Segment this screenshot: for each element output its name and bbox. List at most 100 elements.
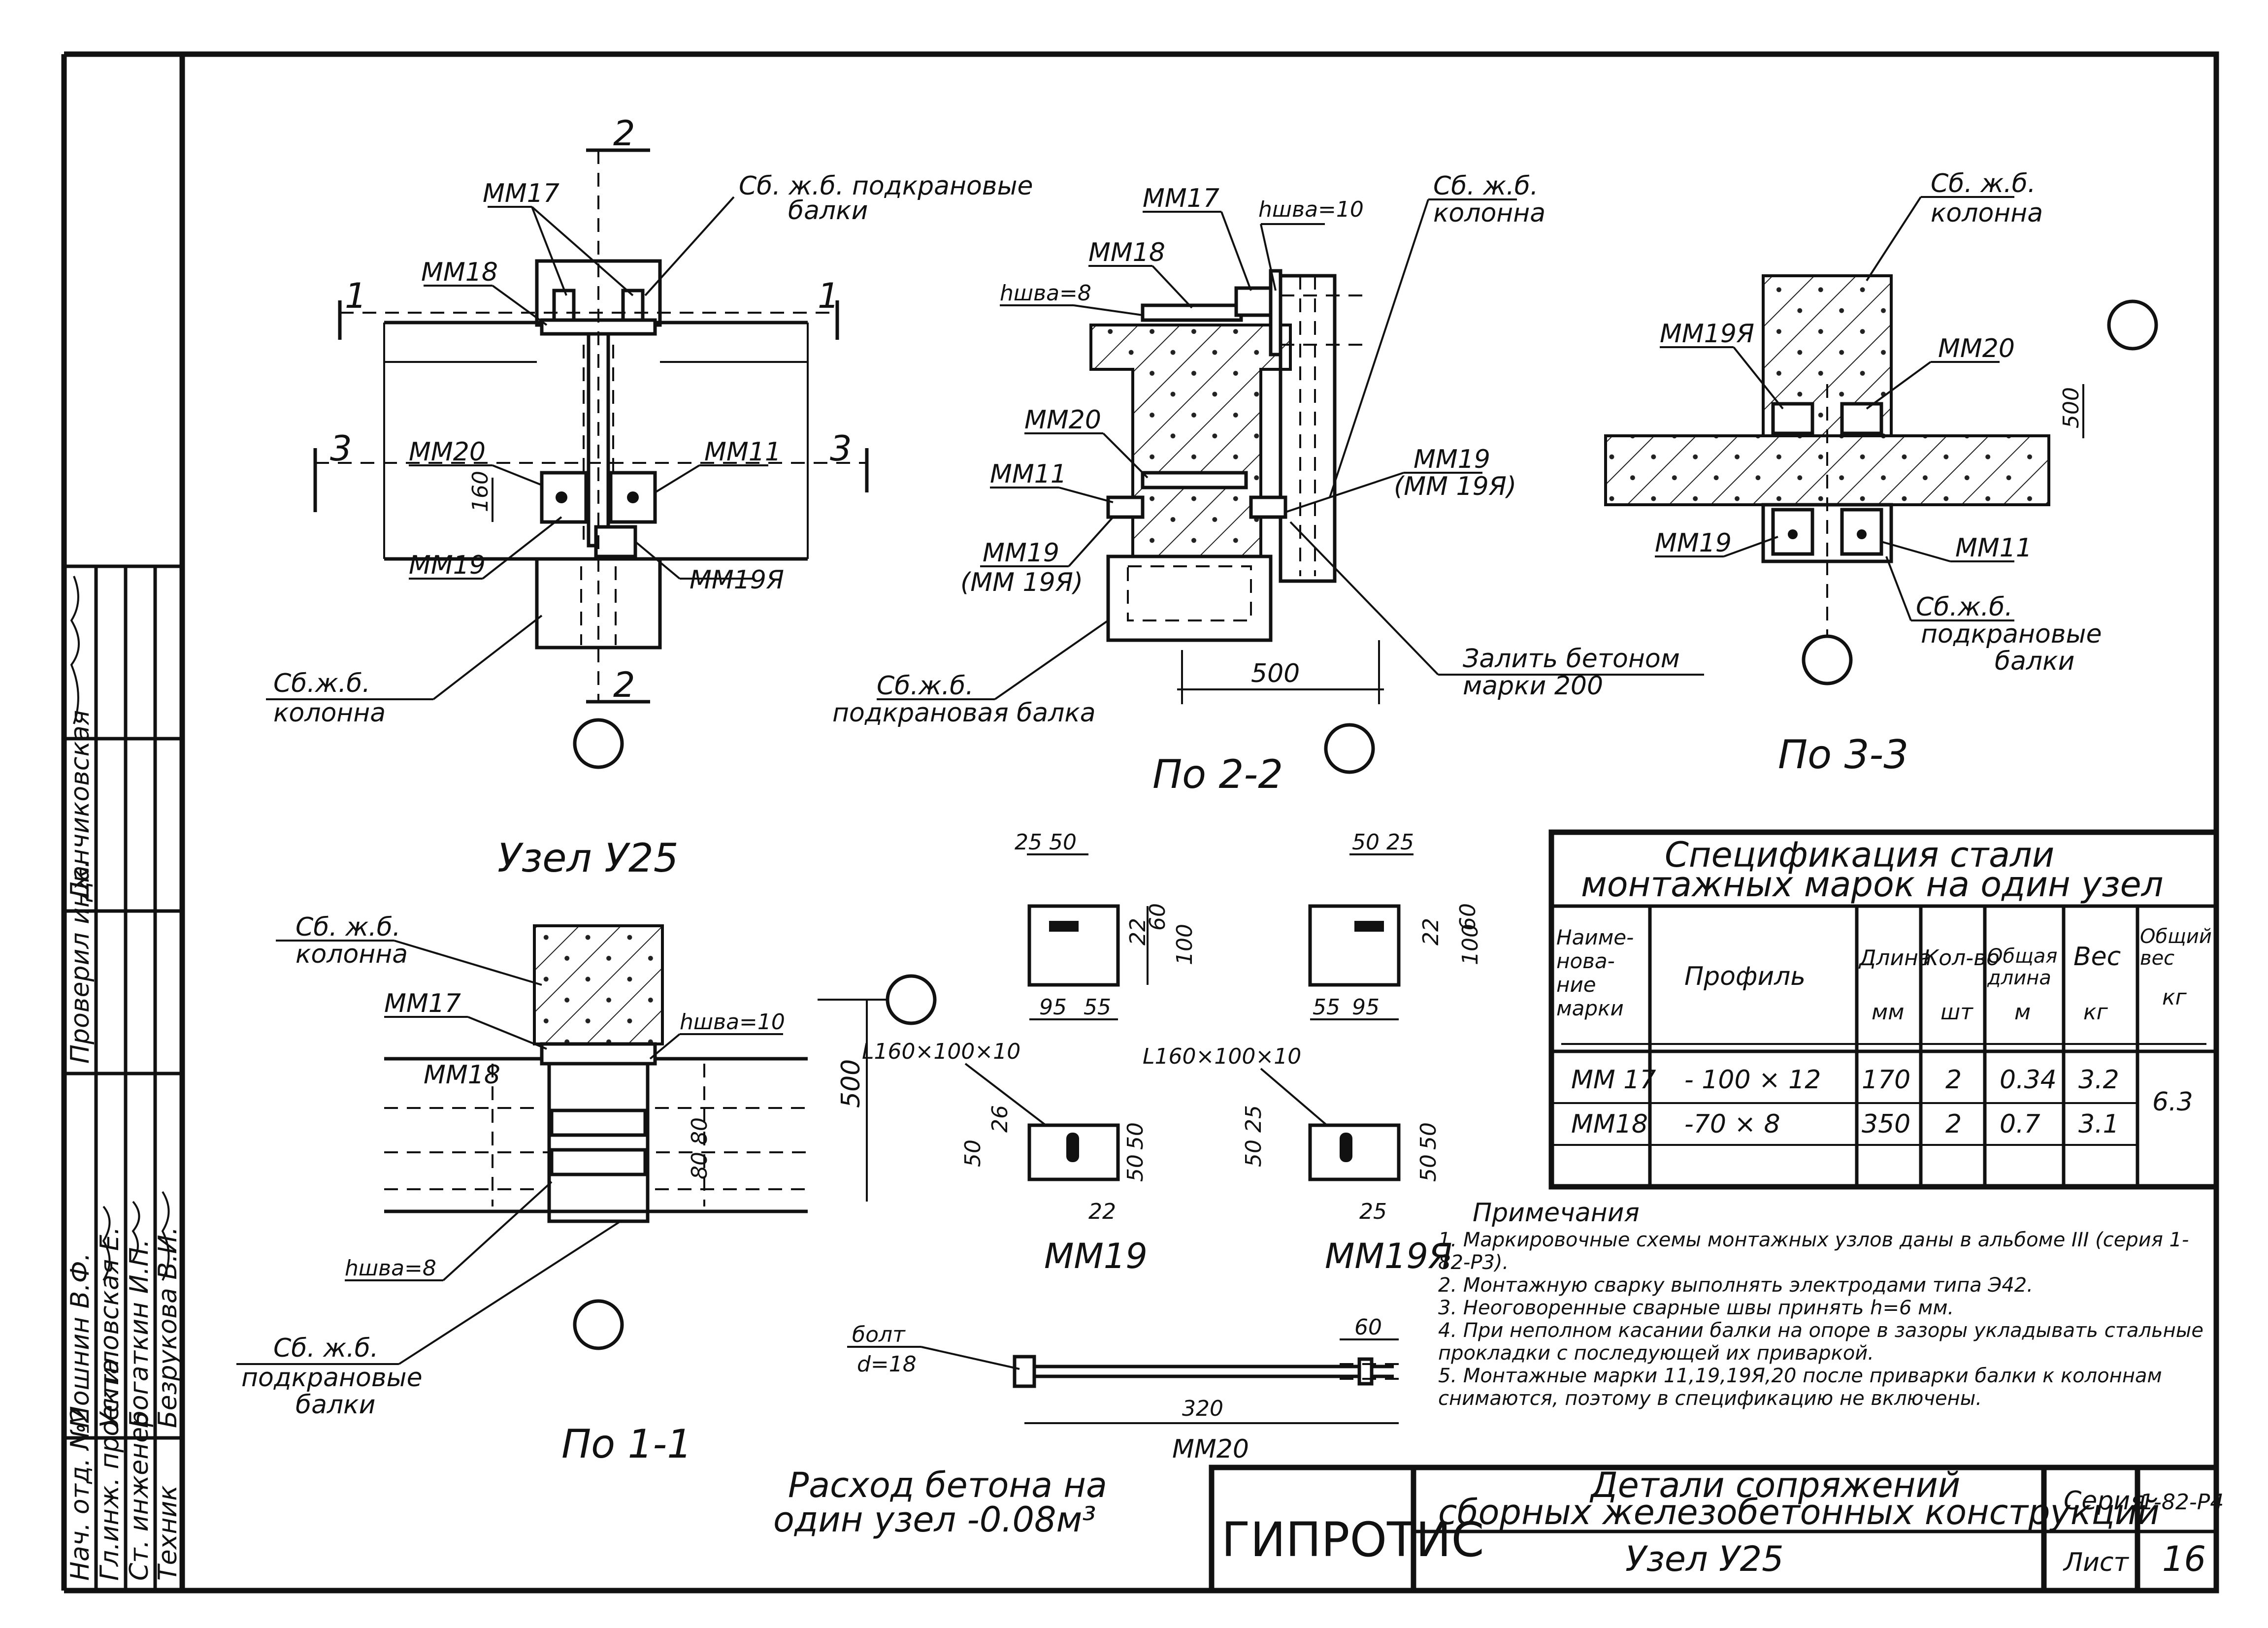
node1-label-mm19: ММ19 <box>409 551 486 580</box>
node1-label-mm17: ММ17 <box>483 179 559 208</box>
mm19-angle-label: L160×100×10 <box>862 1039 1020 1064</box>
mm19ya-dim-left-25: 25 <box>1241 1105 1266 1133</box>
sec33-label-beams-2: подкрановые <box>1921 619 2102 649</box>
node1-label-column-2: колонна <box>273 698 386 728</box>
mm19-dim-right-2: 50 <box>1123 1122 1148 1150</box>
mm20-title: ММ20 <box>1172 1434 1249 1464</box>
sec22-label-mm11: ММ11 <box>990 459 1067 489</box>
sec33-label-mm19: ММ19 <box>1655 528 1732 558</box>
spec-row2-name: ММ18 <box>1571 1109 1648 1139</box>
sheet-frame <box>61 51 2219 1594</box>
spec-unit-length: мм <box>1872 1000 1904 1025</box>
node1-label-crane-beams-2: балки <box>788 196 868 226</box>
spec-total-weight: 6.3 <box>2152 1087 2193 1117</box>
side-stamp: Нач. отд. №2 Гл.инж. проекта Ст. инженер… <box>64 564 183 1591</box>
mm19ya-dim-bottom-2: 95 <box>1352 995 1380 1020</box>
title-series-value: 1-82-Р4 <box>2140 1490 2224 1515</box>
mm19ya-dim-side-22: 22 <box>1418 918 1444 945</box>
sec22-label-column-2: колонна <box>1433 198 1545 228</box>
mm20-dim-320: 320 <box>1182 1396 1223 1421</box>
note-item-3: 3. Неоговоренные сварные швы принять h=6… <box>1438 1297 1954 1319</box>
mm19-dim-bottom-1: 95 <box>1039 995 1067 1020</box>
mm19ya-title: ММ19Я <box>1325 1236 1452 1276</box>
spec-unit-total-weight: кг <box>2162 985 2187 1010</box>
sec11-label-mm17: ММ17 <box>384 989 461 1018</box>
mm20-dim-60: 60 <box>1354 1315 1382 1340</box>
note-item-5: 5. Монтажные марки 11,19,19Я,20 после пр… <box>1438 1365 2162 1410</box>
spec-header-weight: Вес <box>2073 942 2121 972</box>
signature-mark <box>70 576 80 724</box>
sec22-dim-500: 500 <box>1251 659 1300 688</box>
sec11-label-beams-2: подкрановые <box>241 1363 423 1393</box>
mm19ya-dim-left-50: 50 <box>1241 1140 1266 1167</box>
sec33-label-column-1: Сб. ж.б. <box>1931 169 2036 198</box>
sec22-label-weld10: hшва=10 <box>1258 197 1364 222</box>
title-subtitle: Узел У25 <box>1625 1539 1784 1579</box>
spec-table: Спецификация стали монтажных марок на од… <box>1548 829 2219 1190</box>
mm19ya-dim-right-2: 50 <box>1416 1122 1441 1150</box>
sec11-dim-8080: 80 80 <box>687 1117 712 1179</box>
node1-label-mm19ya: ММ19Я <box>690 565 784 595</box>
sec22-label-mm19ya: (ММ 19Я) <box>960 568 1083 597</box>
sec22-label-mm17: ММ17 <box>1143 184 1219 213</box>
title-sheet-label: Лист <box>2063 1548 2129 1577</box>
mm19-dim-side-22: 22 <box>1125 918 1150 945</box>
sec11-title: По 1-1 <box>561 1421 692 1467</box>
note-item-4: 4. При неполном касании балки на опоре в… <box>1438 1319 2203 1365</box>
spec-unit-total-length: м <box>2014 1000 2031 1025</box>
mm19-dim-22: 22 <box>1088 1199 1116 1224</box>
title-series-label: Серия <box>2064 1486 2145 1516</box>
spec-row2-total-length: 0.7 <box>2000 1109 2040 1139</box>
table-row: ММ18 -70 × 8 350 2 0.7 3.1 <box>1571 1109 2119 1139</box>
sec33-label-mm19ya: ММ19Я <box>1660 319 1754 349</box>
sec22-label-column-1: Сб. ж.б. <box>1433 171 1538 201</box>
spec-row1-weight: 3.2 <box>2078 1065 2119 1095</box>
spec-row1-profile: - 100 × 12 <box>1684 1065 1821 1095</box>
spec-row2-profile: -70 × 8 <box>1684 1109 1780 1139</box>
stamp-checked-name: Данчиковская <box>66 710 95 902</box>
sec22-label-mm19ya-right: (ММ 19Я) <box>1394 472 1516 501</box>
sec11-label-weld8: hшва=8 <box>345 1256 436 1281</box>
mm19-dim-top-1: 25 <box>1015 830 1042 855</box>
sec22-label-beam-1: Сб.ж.б. <box>877 671 974 701</box>
spec-title-1: Спецификация стали <box>1665 835 2054 875</box>
sec22-title: По 2-2 <box>1152 751 1283 797</box>
spec-header-total-length: Общая длина <box>1987 945 2058 989</box>
mm20-bolt-label: болт <box>852 1322 906 1347</box>
sec22-label-beam-2: подкрановая балка <box>832 698 1096 728</box>
title-sheet-value: 16 <box>2162 1539 2206 1579</box>
mm19-dim-top-2: 50 <box>1049 830 1077 855</box>
detail-mm19ya: 50 25 60 22 100 55 95 L160×100×10 50 25 … <box>1143 830 1483 1276</box>
spec-row2-length: 350 <box>1862 1109 1910 1139</box>
spec-row1-count: 2 <box>1945 1065 1962 1095</box>
sec22-callout-circle <box>1324 723 1375 774</box>
mm19ya-dim-top-1: 50 <box>1352 830 1380 855</box>
node1-section-mark-1-right: 1 <box>818 276 840 316</box>
stamp-role-4: Техник <box>153 1485 183 1581</box>
section-3-3-view: 500 Сб. ж.б. колонна ММ19Я ММ20 ММ19 ММ1… <box>1604 169 2158 778</box>
stamp-role-3: Ст. инженер <box>125 1411 154 1581</box>
title-block: ГИПРОТИС Детали сопряжений сборных желез… <box>1209 1465 2224 1594</box>
sec11-callout-circle-right <box>886 974 937 1025</box>
stamp-role-1: Нач. отд. №2 <box>66 1407 95 1581</box>
concrete-usage-line1: Расход бетона на <box>788 1465 1107 1505</box>
sec33-title: По 3-3 <box>1778 732 1908 778</box>
title-line1: Детали сопряжений <box>1589 1465 1960 1505</box>
mm19ya-dim-25: 25 <box>1359 1199 1387 1224</box>
node1-label-mm11: ММ11 <box>704 437 781 467</box>
stamp-name-1: Мошнин В.Ф. <box>66 1253 95 1428</box>
table-row: ММ 17 - 100 × 12 170 2 0.34 3.2 <box>1571 1065 2119 1095</box>
concrete-usage-line2: один узел -0.08м³ <box>773 1499 1096 1540</box>
spec-header-profile: Профиль <box>1684 962 1806 991</box>
sec11-label-beams-1: Сб. ж.б. <box>273 1334 378 1363</box>
stamp-name-3: Богаткин И.П. <box>125 1239 154 1428</box>
section-2-2-view: 500 ММ17 hшва=10 Сб. ж.б. колонна ММ18 h… <box>832 171 1704 797</box>
spec-header-name: Наиме-нова-ние марки <box>1556 926 1634 1020</box>
node1-label-mm18: ММ18 <box>421 258 498 287</box>
detail-mm19: 25 50 60 22 100 95 55 L160×100×10 50 26 … <box>862 830 1197 1276</box>
signature-mark <box>102 1205 111 1281</box>
node1-dim-160: 160 <box>468 471 493 512</box>
node1-section-mark-1-left: 1 <box>345 276 367 316</box>
sec33-label-beams-3: балки <box>1995 647 2074 676</box>
node1-section-mark-2-bottom: 2 <box>613 665 635 705</box>
